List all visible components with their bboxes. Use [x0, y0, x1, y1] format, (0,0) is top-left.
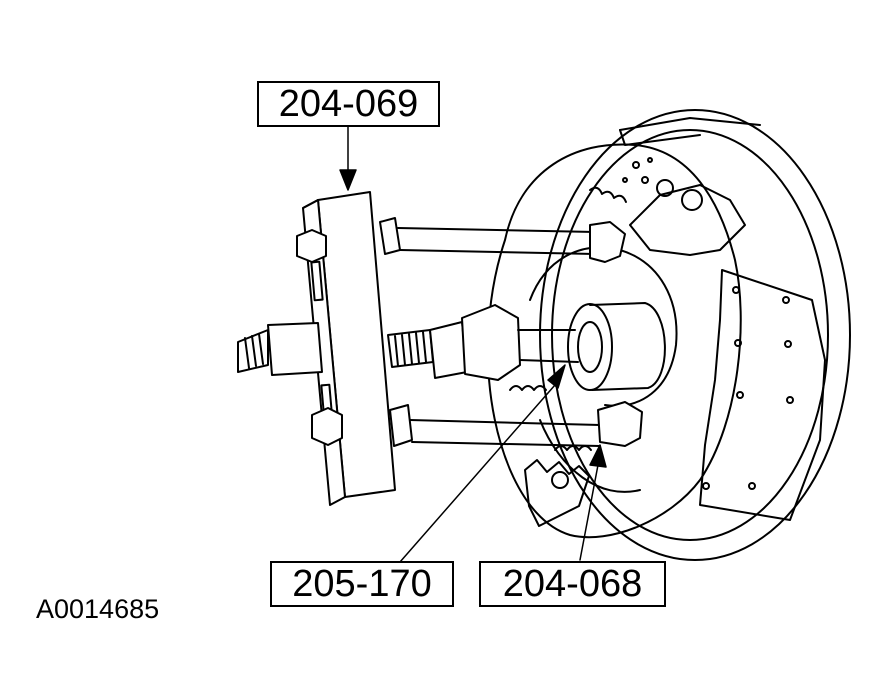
- anchor-pin: [589, 157, 746, 256]
- callout-center-tool-label: 205-170: [292, 563, 432, 605]
- figure-id: A0014685: [36, 594, 160, 624]
- callout-center-tool: 205-170: [270, 561, 454, 607]
- brake-shoe: [699, 269, 826, 521]
- callout-right-tool: 204-068: [479, 561, 666, 607]
- adapter-nut: [429, 304, 579, 381]
- upper-leg-rod: [379, 217, 626, 263]
- axle-hub: [567, 302, 666, 391]
- leader-arrows: [339, 124, 607, 563]
- callout-right-tool-label: 204-068: [502, 563, 643, 605]
- puller-crossbar: [296, 191, 396, 506]
- brake-drum: [539, 109, 851, 561]
- callout-top-tool: 204-069: [257, 81, 440, 127]
- lower-leg-rod: [389, 401, 643, 447]
- callout-top-tool-label: 204-069: [278, 83, 419, 125]
